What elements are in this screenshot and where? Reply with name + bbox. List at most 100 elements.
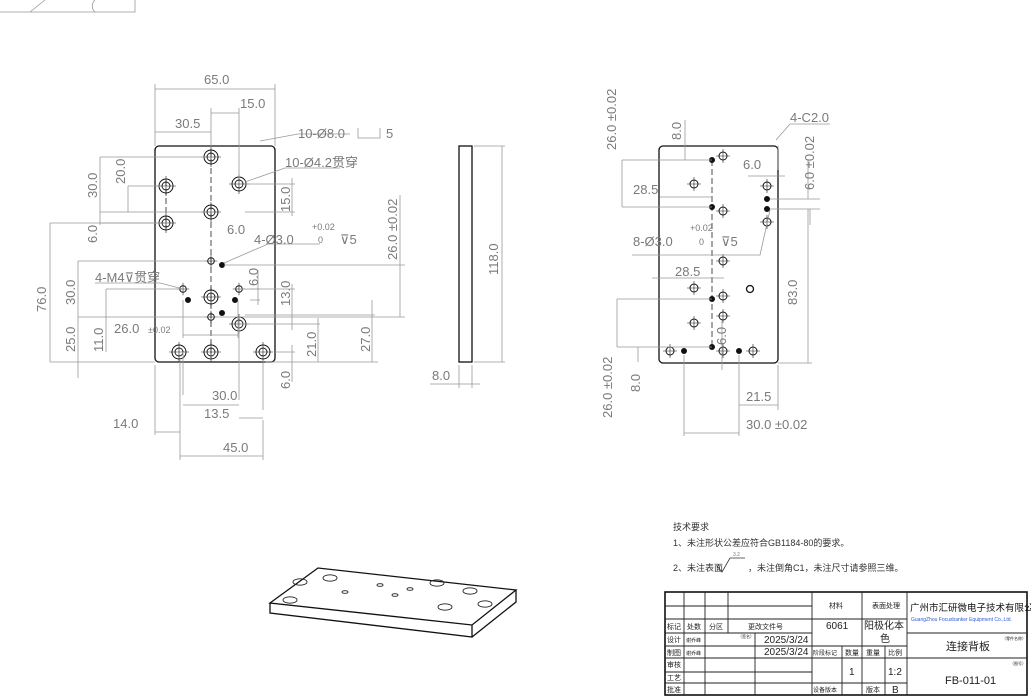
pin-hole (681, 348, 687, 354)
pin-hole (764, 196, 770, 202)
dim-20: 20.0 (113, 159, 128, 184)
iso-hole (292, 578, 308, 586)
pin-depth: ⊽5 (721, 234, 738, 249)
dim-21-5: 21.5 (746, 389, 771, 404)
dim-27: 27.0 (358, 327, 373, 352)
dim-13: 13.0 (278, 281, 293, 306)
pin-hole (232, 297, 238, 303)
dim-76: 76.0 (34, 287, 49, 312)
dim-26-h: 26.0 (114, 321, 139, 336)
dim-6-tol: 6.0 ±0.02 (802, 136, 817, 190)
header-version: 版本 (866, 685, 880, 694)
drawing-no-label: （图号） (1010, 660, 1026, 666)
callout-pin-hole: 4-Ø3.0 (254, 232, 294, 247)
scale-value: 1:2 (888, 667, 902, 678)
technical-notes: 技术要求 1、未注形状公差应符合GB1184-80的要求。 2、未注表面 3.2… (673, 521, 904, 573)
sign-label: （签名） (738, 633, 754, 639)
dim-13-5: 13.5 (204, 406, 229, 421)
callout-pin-holes: 8-Ø3.0 (633, 234, 673, 249)
dim-15-b: 15.0 (278, 187, 293, 212)
dim-26-h-tol: ±0.02 (148, 325, 170, 335)
dim-26-tol-a: 26.0 ±0.02 (604, 89, 619, 150)
notes-title: 技术要求 (673, 521, 709, 532)
design-date: 2025/3/24 (764, 635, 809, 646)
designer-name: 谢乔峰 (686, 637, 701, 644)
dimension-lines (616, 120, 830, 436)
through-hole (716, 254, 730, 268)
surface-value-b: 色 (880, 632, 890, 645)
header-device-version: 设备版本 (813, 686, 837, 694)
counterbore-symbol (357, 128, 381, 139)
pin-tol-upper: +0.02 (690, 223, 713, 233)
header-mark: 标记 (667, 622, 681, 631)
dim-26-tol-b: 26.0 ±0.02 (600, 357, 615, 418)
pin-tol-upper: +0.02 (312, 222, 335, 232)
header-stage: 阶段标记 (813, 649, 837, 657)
pin-hole (219, 262, 225, 268)
header-draw: 制图 (667, 648, 681, 657)
back-plate-outline (658, 145, 779, 364)
dimension-lines (49, 84, 405, 460)
draw-date: 2025/3/24 (764, 647, 809, 658)
isometric-view (268, 567, 518, 638)
counterbore-hole (201, 287, 221, 307)
header-doc: 更改文件号 (748, 622, 783, 631)
callout-through-hole: 10-Ø4.2贯穿 (285, 155, 358, 170)
counterbore-hole (201, 342, 221, 362)
dim-28-5-a: 28.5 (633, 182, 658, 197)
header-process: 工艺 (667, 674, 681, 682)
dim-11: 11.0 (91, 328, 106, 352)
front-view: 65.0 15.0 30.5 30.0 20.0 6.0 76.0 30.0 2… (34, 72, 405, 460)
drafter-name: 谢乔峰 (686, 650, 701, 657)
header-qty: 数量 (845, 648, 859, 657)
pin-hole (219, 310, 225, 316)
iso-hole (282, 596, 298, 604)
iso-hole (406, 587, 414, 591)
part-name: 连接背板 (946, 639, 990, 653)
iso-hole (322, 574, 338, 582)
dim-6-c: 6.0 (246, 268, 261, 286)
pin-tol-lower: 0 (318, 235, 323, 245)
dim-6-d: 6.0 (278, 371, 293, 389)
header-weight: 重量 (866, 649, 880, 657)
iso-hole (429, 579, 445, 587)
dim-83: 83.0 (785, 280, 800, 305)
iso-side-faces (269, 590, 517, 638)
dim-30-5: 30.5 (175, 116, 200, 131)
dim-8-b: 8.0 (628, 374, 643, 392)
company-name-en: GuangZhou Focusbanker Equipment Co.,Ltd. (911, 617, 1012, 623)
header-review: 审核 (667, 660, 681, 669)
header-surface: 表面处理 (872, 601, 900, 610)
note-line-1: 1、未注形状公差应符合GB1184-80的要求。 (673, 537, 849, 548)
dim-15: 15.0 (240, 96, 265, 111)
dim-width-65: 65.0 (204, 72, 229, 87)
dim-21: 21.0 (304, 332, 319, 357)
counterbore-hole (169, 342, 189, 362)
quantity-value: 1 (849, 667, 855, 678)
pin-hole (764, 206, 770, 212)
dim-6-a: 6.0 (743, 157, 761, 172)
dim-8-a: 8.0 (669, 122, 684, 140)
back-view: 26.0 ±0.02 8.0 4-C2.0 6.0 6.0 ±0.02 28.5… (600, 89, 830, 436)
through-hole (663, 344, 677, 358)
side-view: 118.0 8.0 (430, 145, 505, 388)
drawing-number: FB-011-01 (945, 675, 996, 687)
iso-hole (391, 593, 399, 597)
dim-6-b: 6.0 (714, 327, 729, 345)
note-line-2-start: 2、未注表面 (673, 562, 723, 573)
dim-45: 45.0 (223, 440, 248, 455)
through-hole (760, 179, 774, 193)
through-hole (716, 149, 730, 163)
title-block: 标记 处数 分区 更改文件号 材料 表面处理 6061 阳极化本 色 设计 谢乔… (664, 591, 1031, 696)
through-hole (716, 309, 730, 323)
header-count: 处数 (687, 622, 701, 631)
iso-hole (462, 587, 478, 595)
header-design: 设计 (667, 635, 681, 644)
header-zone: 分区 (709, 622, 723, 631)
surface-value-a: 阳极化本 (864, 619, 904, 632)
counterbore-hole (156, 213, 176, 233)
header-approve: 批准 (667, 685, 681, 694)
dim-chamfer: 4-C2.0 (790, 110, 829, 125)
callout-tapped-hole: 4-M4⊽贯穿 (95, 270, 160, 285)
